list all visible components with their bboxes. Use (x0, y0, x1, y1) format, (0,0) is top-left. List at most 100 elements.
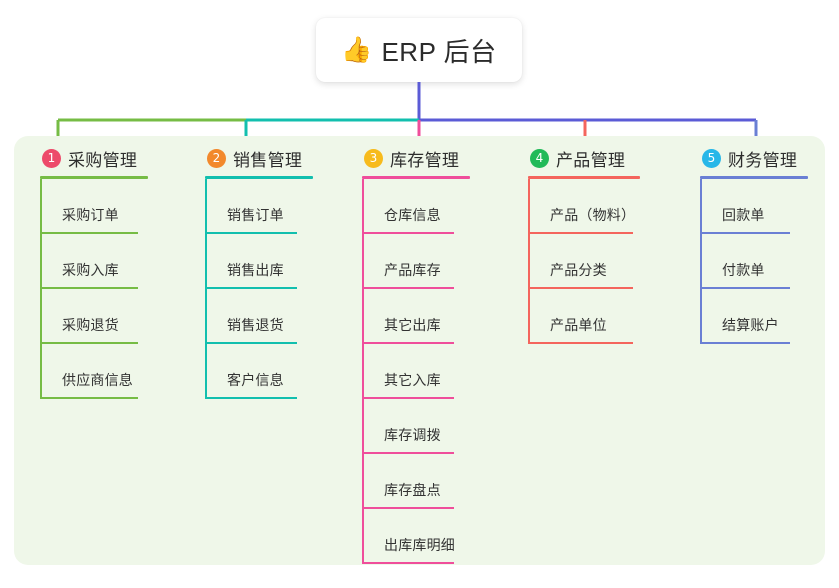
leaf-item-rule (205, 342, 297, 344)
leaf-item-rule (528, 232, 633, 234)
leaf-item[interactable]: 销售出库 (205, 234, 313, 289)
leaf-item[interactable]: 采购退货 (40, 289, 148, 344)
column-title-2: 销售管理 (233, 150, 303, 170)
column-items-5: 回款单付款单结算账户 (700, 179, 808, 344)
leaf-item-rule (700, 287, 790, 289)
leaf-item[interactable]: 销售退货 (205, 289, 313, 344)
leaf-item-label: 客户信息 (227, 372, 284, 388)
column-rule-5 (700, 176, 808, 179)
leaf-item-label: 产品分类 (550, 262, 607, 278)
column-spine-1 (40, 179, 42, 399)
leaf-item[interactable]: 供应商信息 (40, 344, 148, 399)
column-rule-4 (528, 176, 640, 179)
leaf-item-rule (205, 287, 297, 289)
leaf-item-label: 其它入库 (384, 372, 441, 388)
leaf-item-label: 销售退货 (227, 317, 284, 333)
leaf-item[interactable]: 结算账户 (700, 289, 808, 344)
column-spine-5 (700, 179, 702, 344)
column-items-2: 销售订单销售出库销售退货客户信息 (205, 179, 313, 399)
column-header-5[interactable]: 5 财务管理 (700, 146, 808, 170)
column-header-4[interactable]: 4 产品管理 (528, 146, 640, 170)
column-items-1: 采购订单采购入库采购退货供应商信息 (40, 179, 148, 399)
column-badge-5: 5 (702, 148, 721, 168)
leaf-item-label: 销售订单 (227, 207, 284, 223)
leaf-item-label: 供应商信息 (62, 372, 133, 388)
leaf-item[interactable]: 采购入库 (40, 234, 148, 289)
leaf-item-label: 付款单 (722, 262, 765, 278)
leaf-item-rule (40, 232, 138, 234)
leaf-item[interactable]: 客户信息 (205, 344, 313, 399)
column-rule-1 (40, 176, 148, 179)
leaf-item-label: 采购订单 (62, 207, 119, 223)
root-node-card[interactable]: 👍 ERP 后台 (316, 18, 522, 82)
column-3: 3 库存管理仓库信息产品库存其它出库其它入库库存调拨库存盘点出库库明细 (362, 146, 470, 564)
leaf-item-rule (40, 397, 138, 399)
leaf-item-rule (205, 397, 297, 399)
leaf-item-label: 采购退货 (62, 317, 119, 333)
content-panel (14, 136, 825, 565)
leaf-item-label: 产品（物料） (550, 207, 636, 223)
thumbs-up-icon: 👍 (341, 36, 373, 64)
leaf-item-label: 仓库信息 (384, 207, 441, 223)
column-rule-3 (362, 176, 470, 179)
leaf-item[interactable]: 产品（物料） (528, 179, 640, 234)
leaf-item[interactable]: 采购订单 (40, 179, 148, 234)
leaf-item[interactable]: 产品库存 (362, 234, 470, 289)
leaf-item-rule (528, 342, 633, 344)
column-rule-2 (205, 176, 313, 179)
leaf-item[interactable]: 产品单位 (528, 289, 640, 344)
leaf-item-label: 出库库明细 (384, 537, 455, 553)
leaf-item-rule (362, 452, 454, 454)
leaf-item-label: 结算账户 (722, 317, 779, 333)
leaf-item-rule (362, 562, 454, 564)
column-header-2[interactable]: 2 销售管理 (205, 146, 313, 170)
leaf-item-rule (528, 287, 633, 289)
column-title-3: 库存管理 (390, 150, 460, 170)
column-4: 4 产品管理产品（物料） 产品分类产品单位 (528, 146, 640, 344)
leaf-item-rule (362, 232, 454, 234)
leaf-item-rule (700, 232, 790, 234)
leaf-item[interactable]: 出库库明细 (362, 509, 470, 564)
column-title-5: 财务管理 (728, 150, 798, 170)
leaf-item-rule (362, 287, 454, 289)
leaf-item-rule (362, 397, 454, 399)
leaf-item-rule (362, 507, 454, 509)
leaf-item[interactable]: 产品分类 (528, 234, 640, 289)
column-header-3[interactable]: 3 库存管理 (362, 146, 470, 170)
leaf-item-rule (205, 232, 297, 234)
leaf-item-rule (40, 342, 138, 344)
leaf-item-rule (700, 342, 790, 344)
leaf-item[interactable]: 仓库信息 (362, 179, 470, 234)
column-5: 5 财务管理回款单付款单结算账户 (700, 146, 808, 344)
leaf-item-label: 回款单 (722, 207, 765, 223)
column-items-4: 产品（物料） 产品分类产品单位 (528, 179, 640, 344)
leaf-item-rule (40, 287, 138, 289)
leaf-item-label: 产品单位 (550, 317, 607, 333)
column-title-1: 采购管理 (68, 150, 138, 170)
column-spine-2 (205, 179, 207, 399)
column-badge-2: 2 (207, 148, 226, 168)
leaf-item-label: 库存盘点 (384, 482, 441, 498)
leaf-item[interactable]: 付款单 (700, 234, 808, 289)
leaf-item[interactable]: 库存盘点 (362, 454, 470, 509)
leaf-item-label: 销售出库 (227, 262, 284, 278)
column-items-3: 仓库信息产品库存其它出库其它入库库存调拨库存盘点出库库明细 (362, 179, 470, 564)
column-spine-3 (362, 179, 364, 564)
leaf-item[interactable]: 回款单 (700, 179, 808, 234)
column-badge-3: 3 (364, 148, 383, 168)
leaf-item[interactable]: 库存调拨 (362, 399, 470, 454)
leaf-item-label: 其它出库 (384, 317, 441, 333)
column-title-4: 产品管理 (556, 150, 626, 170)
leaf-item[interactable]: 其它入库 (362, 344, 470, 399)
leaf-item-rule (362, 342, 454, 344)
column-spine-4 (528, 179, 530, 344)
column-2: 2 销售管理销售订单销售出库销售退货客户信息 (205, 146, 313, 399)
column-badge-4: 4 (530, 148, 549, 168)
leaf-item-label: 产品库存 (384, 262, 441, 278)
leaf-item[interactable]: 其它出库 (362, 289, 470, 344)
root-node-title: ERP 后台 (381, 36, 497, 67)
leaf-item[interactable]: 销售订单 (205, 179, 313, 234)
